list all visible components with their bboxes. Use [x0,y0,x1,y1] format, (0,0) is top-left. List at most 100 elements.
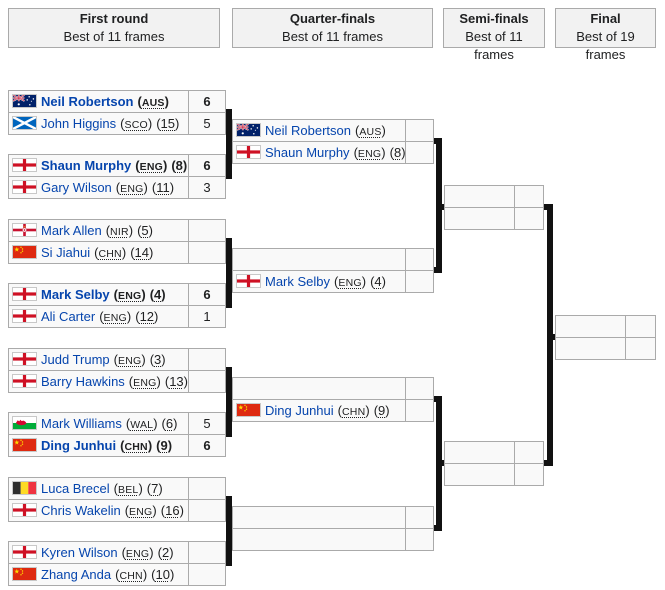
seed: 4 [154,287,162,302]
seed: 8 [393,145,402,160]
player-row: Neil Robertson(AUS)6 [9,91,225,113]
player-cell: Chris Wakelin(ENG)(16) [9,500,188,521]
flag-eng-icon [12,374,37,388]
player-row: Zhang Anda(CHN)(10) [9,564,225,585]
player-cell: Ding Junhui(CHN)(9) [233,400,405,421]
player-cell [233,507,405,528]
first-round-match-8: Kyren Wilson(ENG)(2)Zhang Anda(CHN)(10) [8,541,226,586]
score-cell: 6 [188,91,225,112]
round-title: Quarter-finals [289,11,376,26]
player-cell: Ali Carter(ENG)(12) [9,306,188,327]
score-cell [188,478,225,499]
first-round-match-5: Judd Trump(ENG)(3)Barry Hawkins(ENG)(13) [8,348,226,393]
bracket-connector [553,334,555,340]
player-link[interactable]: Neil Robertson [265,123,351,138]
player-row [556,338,655,359]
player-link[interactable]: Shaun Murphy [265,145,350,160]
quarter-final-match-4 [232,506,434,551]
player-link[interactable]: Mark Williams [41,416,122,431]
country-abbr: ENG [129,506,153,518]
player-row: Shaun Murphy(ENG)(8)6 [9,155,225,177]
player-link[interactable]: Judd Trump [41,352,110,367]
flag-bel-icon [12,481,37,495]
seed: 2 [161,545,170,560]
flag-eng-icon [12,352,37,366]
player-link[interactable]: Kyren Wilson [41,545,118,560]
player-link[interactable]: Shaun Murphy [41,158,132,173]
semi-final-match-2 [444,441,544,486]
flag-eng-icon [236,274,261,288]
seed: 6 [165,416,174,431]
player-link[interactable]: Si Jiahui [41,245,91,260]
round-subtitle: Best of 19 frames [576,29,635,62]
seed: 16 [165,503,180,518]
seed: 8 [175,158,183,173]
player-link[interactable]: Ali Carter [41,309,96,324]
seed: 7 [151,481,159,496]
player-row: Mark Selby(ENG)(4)6 [9,284,225,306]
player-link[interactable]: Mark Selby [41,287,110,302]
country-abbr: AUS [359,126,382,138]
flag-chn-icon [12,567,37,581]
player-cell: Mark Williams(WAL)(6) [9,413,188,434]
player-cell [556,338,625,359]
player-link[interactable]: Chris Wakelin [41,503,121,518]
flag-eng-icon [236,145,261,159]
player-cell [445,464,514,485]
bracket-connector [547,204,553,466]
player-row: Judd Trump(ENG)(3) [9,349,225,371]
score-cell [625,338,655,359]
score-cell: 6 [188,155,225,176]
score-cell [188,371,225,392]
flag-aus-icon [12,94,37,108]
player-row: Gary Wilson(ENG)(11)3 [9,177,225,198]
seed: 13 [169,374,184,389]
player-link[interactable]: Mark Selby [265,274,331,289]
player-link[interactable]: Luca Brecel [41,481,110,496]
player-cell [445,186,514,207]
score-cell [188,220,225,241]
player-row: John Higgins(SCO)(15)5 [9,113,225,134]
flag-eng-icon [12,180,37,194]
player-link[interactable]: Ding Junhui [265,403,334,418]
player-cell [556,316,625,337]
country-abbr: NIR [110,226,129,238]
score-cell: 3 [188,177,225,198]
flag-chn-icon [12,245,37,259]
player-link[interactable]: John Higgins [41,116,117,131]
score-cell [405,120,433,141]
quarter-final-match-2: Mark Selby(ENG)(4) [232,248,434,293]
quarter-final-match-1: Neil Robertson(AUS)Shaun Murphy(ENG)(8) [232,119,434,164]
bracket-connector [542,204,547,210]
quarter-final-match-3: Ding Junhui(CHN)(9) [232,377,434,422]
round-title: Final [590,11,621,26]
round-subtitle: Best of 11 frames [63,29,165,44]
player-link[interactable]: Barry Hawkins [41,374,125,389]
flag-nir-icon [12,223,37,237]
country-abbr: CHN [124,441,148,453]
round-header-semi-finals: Semi-finals Best of 11 frames [443,8,545,62]
player-row: Kyren Wilson(ENG)(2) [9,542,225,564]
player-row: Mark Williams(WAL)(6)5 [9,413,225,435]
seed: 11 [156,180,170,195]
score-cell: 6 [188,284,225,305]
first-round-match-3: Mark Allen(NIR)(5)Si Jiahui(CHN)(14) [8,219,226,264]
round-subtitle: Best of 11 frames [465,29,523,62]
player-link[interactable]: Ding Junhui [41,438,117,453]
country-abbr: ENG [103,312,127,324]
score-cell [405,529,433,550]
player-link[interactable]: Gary Wilson [41,180,112,195]
score-cell [514,208,543,229]
flag-eng-icon [12,158,37,172]
seed: 9 [160,438,168,453]
country-abbr: ENG [139,161,163,173]
flag-wal-icon [12,416,37,430]
player-link[interactable]: Mark Allen [41,223,102,238]
player-link[interactable]: Zhang Anda [41,567,112,582]
player-link[interactable]: Neil Robertson [41,94,134,109]
player-cell: Neil Robertson(AUS) [233,120,405,141]
player-cell: Mark Allen(NIR)(5) [9,220,188,241]
